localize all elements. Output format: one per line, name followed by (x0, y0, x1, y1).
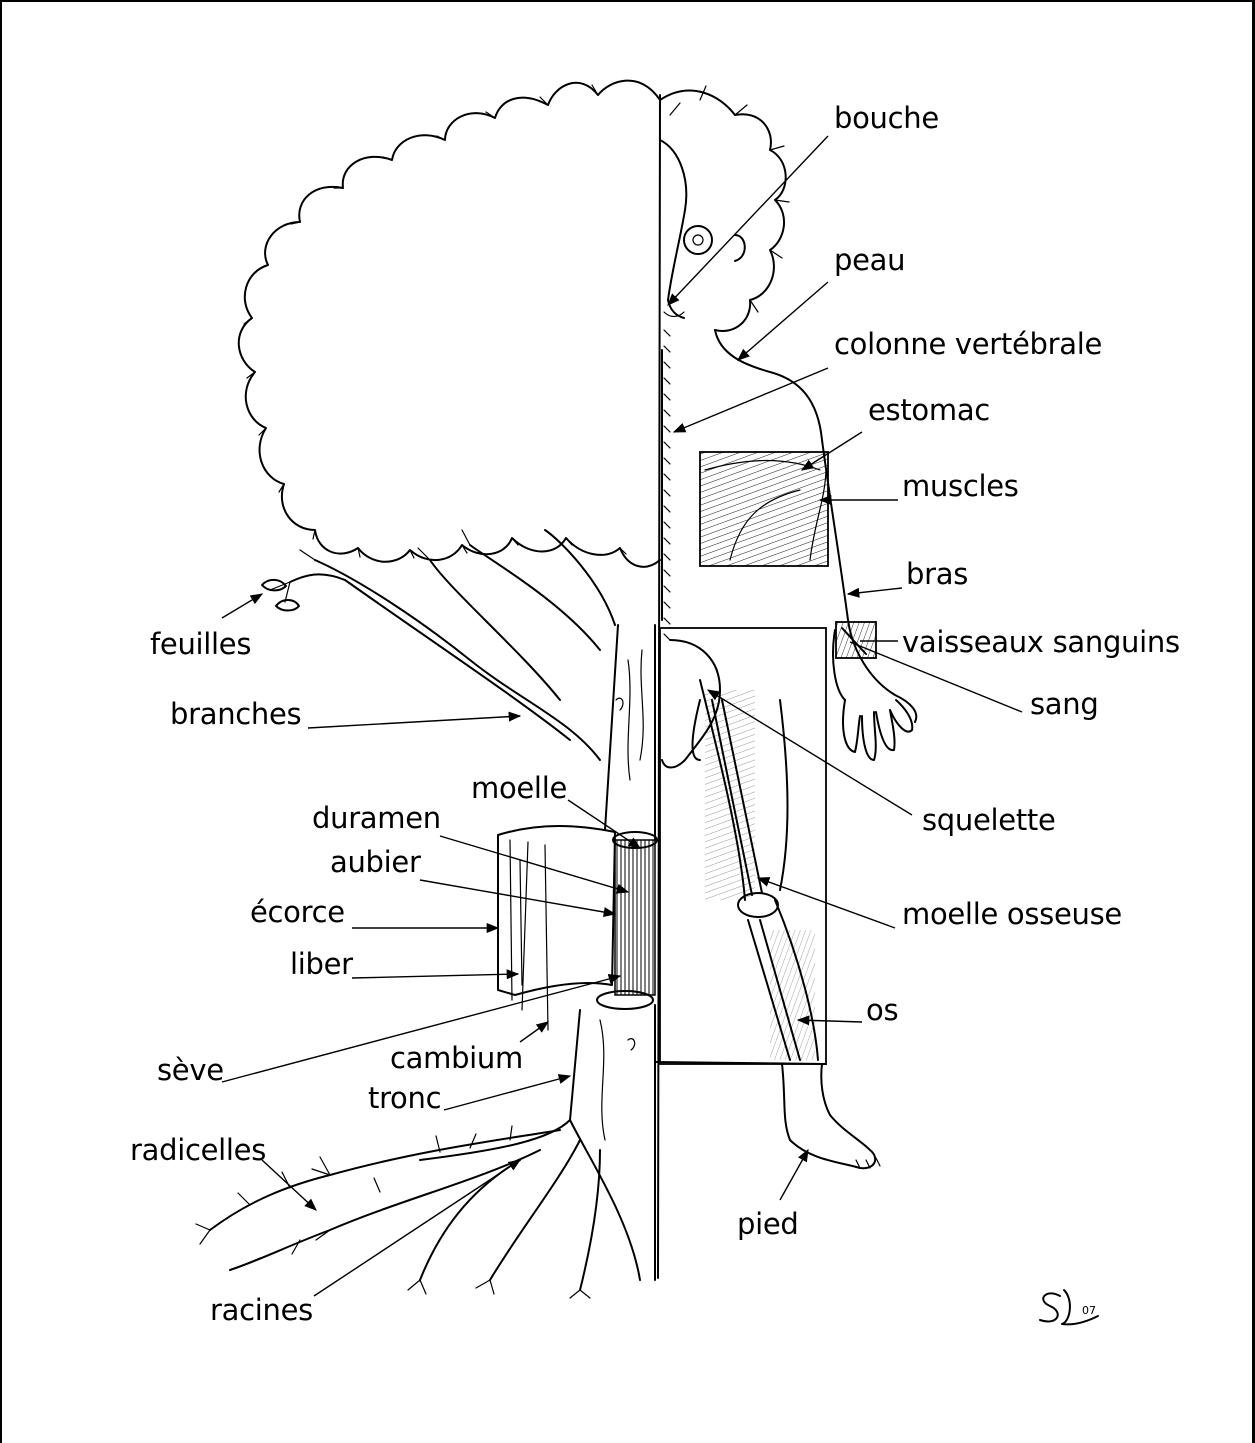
label-bras: bras (906, 560, 968, 589)
lead-peau (738, 282, 828, 360)
lead-radicelles (262, 1160, 316, 1210)
lead-colonne (674, 368, 828, 432)
lead-moelle (568, 800, 640, 848)
label-duramen: duramen (312, 804, 441, 833)
label-branches: branches (170, 700, 301, 729)
label-ecorce: écorce (250, 898, 345, 927)
human-spine (664, 330, 670, 640)
lead-feuilles (222, 594, 262, 618)
lead-bras (848, 588, 902, 594)
human-eye (684, 226, 712, 254)
label-sang: sang (1030, 690, 1098, 719)
lead-duramen (440, 836, 628, 892)
label-moelle: moelle (471, 774, 567, 803)
branch-twigs (270, 530, 470, 602)
label-estomac: estomac (868, 396, 990, 425)
label-os: os (866, 996, 898, 1025)
label-cambium: cambium (390, 1044, 523, 1073)
label-colonne-vertebrale: colonne vertébrale (834, 330, 1102, 359)
trunk-section-core (615, 840, 655, 995)
human-hand (843, 700, 912, 760)
label-vaisseaux-sanguins: vaisseaux sanguins (902, 628, 1180, 657)
label-peau: peau (834, 246, 905, 275)
muscles-window (700, 452, 828, 566)
human-ear (735, 235, 745, 261)
label-bouche: bouche (834, 104, 939, 133)
label-pied: pied (737, 1210, 799, 1239)
label-racines: racines (210, 1296, 313, 1325)
lead-estomac (802, 432, 862, 470)
label-radicelles: radicelles (130, 1136, 266, 1165)
label-feuilles: feuilles (150, 630, 251, 659)
label-moelle-osseuse: moelle osseuse (902, 900, 1122, 929)
trunk-lower-detail (600, 1020, 635, 1140)
tree-canopy (239, 81, 660, 567)
artist-signature: 07 (1040, 1290, 1098, 1324)
label-tronc: tronc (368, 1084, 441, 1113)
canopy-edge-detail (244, 85, 626, 558)
leaf-2 (276, 600, 299, 611)
shin-muscle-hatch (770, 930, 815, 1060)
svg-text:07: 07 (1082, 1304, 1096, 1317)
label-liber: liber (290, 950, 353, 979)
lead-pied (780, 1150, 808, 1200)
toes (856, 1158, 880, 1168)
lead-tronc (444, 1076, 570, 1110)
roots-main (210, 1130, 600, 1290)
lead-bouche (668, 136, 828, 305)
bark-layer-inner (510, 840, 548, 1030)
label-seve: sève (157, 1056, 224, 1085)
human-pupil (693, 235, 703, 245)
lead-racines (314, 1160, 520, 1296)
knee-joint (738, 893, 778, 917)
label-muscles: muscles (902, 472, 1019, 501)
label-squelette: squelette (922, 806, 1056, 835)
lower-leg (782, 1064, 875, 1168)
trunk-bark-lines (616, 650, 643, 780)
lead-cambium (520, 1022, 548, 1042)
human-face (660, 140, 686, 318)
trunk-upper (605, 625, 655, 840)
label-aubier: aubier (330, 848, 421, 877)
lead-liber (352, 974, 518, 978)
human-hair (660, 91, 786, 331)
human-neck-shoulder (715, 330, 822, 440)
tree-branches (290, 530, 615, 760)
lead-aubier (420, 880, 615, 914)
lead-branches (308, 716, 520, 728)
